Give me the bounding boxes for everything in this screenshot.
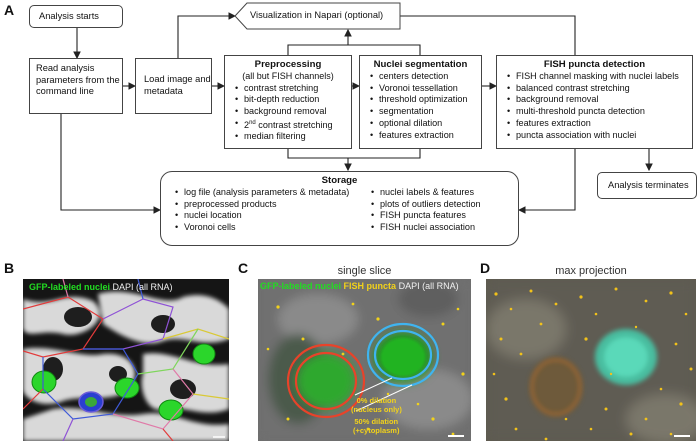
max-projection-image [486, 279, 696, 441]
legend-dapi-label: DAPI (all RNA) [398, 281, 459, 291]
preprocessing-item: background removal [235, 106, 351, 118]
dilation-0-annotation: 0% dilation (nucleus only) [351, 396, 402, 414]
storage-title: Storage [321, 175, 358, 186]
analysis-starts-label: Analysis starts [39, 11, 99, 21]
storage-box: Storage log file (analysis parameters & … [160, 171, 519, 246]
storage-item: FISH nuclei association [371, 222, 481, 234]
panel-d-letter: D [480, 260, 491, 276]
dilation-50-annotation: 50% dilation (+cytoplasm) [353, 417, 399, 435]
nuclei-item: threshold optimization [370, 94, 481, 106]
fish-item: balanced contrast stretching [507, 83, 692, 95]
load-image-box: Load image and metadata [135, 58, 212, 114]
nuclei-segmentation-title: Nuclei segmentation [373, 59, 468, 70]
preprocessing-title: Preprocessing [254, 59, 322, 70]
fish-item: FISH channel masking with nuclei labels [507, 71, 692, 83]
legend-gfp-label: GFP-labeled nuclei [260, 281, 342, 291]
storage-item: nuclei labels & features [371, 187, 481, 199]
storage-item: FISH puncta features [371, 210, 481, 222]
preprocessing-item: contrast stretching [235, 83, 351, 95]
storage-item: plots of outliers detection [371, 199, 481, 211]
preprocessing-item: 2nd contrast stretching [235, 118, 351, 132]
analysis-terminates-label: Analysis terminates [608, 180, 689, 190]
storage-list-left: log file (analysis parameters & metadata… [173, 187, 349, 234]
fish-item: features extraction [507, 118, 692, 130]
read-params-box: Read analysis parameters from the comman… [29, 58, 123, 114]
panel-d-title: max projection [555, 265, 627, 277]
panel-c-legend: GFP-labeled nuclei FISH puncta DAPI (all… [260, 280, 459, 292]
visualization-label: Visualization in Napari (optional) [250, 10, 384, 20]
preprocessing-box: Preprocessing (all but FISH channels) co… [224, 55, 352, 149]
storage-item: preprocessed products [175, 199, 349, 211]
nuclei-item: optional dilation [370, 118, 481, 130]
analysis-terminates-box: Analysis terminates [597, 172, 697, 199]
panel-b-letter: B [4, 260, 15, 276]
load-image-label: Load image and metadata [144, 74, 211, 96]
voronoi-image [23, 279, 229, 441]
nuclei-segmentation-list: centers detection Voronoi tessellation t… [368, 71, 481, 141]
read-params-label: Read analysis parameters from the comman… [36, 63, 120, 97]
fish-puncta-title: FISH puncta detection [543, 59, 646, 70]
nuclei-item: segmentation [370, 106, 481, 118]
dilation-50-label: 50% dilation [354, 417, 399, 426]
fish-puncta-box: FISH puncta detection FISH channel maski… [496, 55, 693, 149]
fish-item: background removal [507, 94, 692, 106]
preprocessing-item: median filtering [235, 131, 351, 143]
flow-connectors [60, 12, 653, 214]
storage-item: nuclei location [175, 210, 349, 222]
panel-c-title: single slice [337, 265, 392, 277]
single-slice-image [258, 279, 471, 441]
legend-fish-label: FISH puncta [343, 281, 397, 291]
nuclei-item: centers detection [370, 71, 481, 83]
panel-d-image [486, 279, 696, 441]
nuclei-segmentation-box: Nuclei segmentation centers detection Vo… [359, 55, 482, 149]
preprocessing-subtitle: (all but FISH channels) [242, 71, 334, 81]
fish-puncta-list: FISH channel masking with nuclei labels … [505, 71, 692, 141]
fish-item: puncta association with nuclei [507, 130, 692, 142]
fish-item: multi-threshold puncta detection [507, 106, 692, 118]
nuclei-item: Voronoi tessellation [370, 83, 481, 95]
panel-c-image: GFP-labeled nuclei FISH puncta DAPI (all… [258, 279, 471, 441]
visualization-shape [234, 2, 401, 30]
storage-item: Voronoi cells [175, 222, 349, 234]
preprocessing-item: bit-depth reduction [235, 94, 351, 106]
preprocessing-list: contrast stretching bit-depth reduction … [233, 83, 351, 144]
panel-c-letter: C [238, 260, 249, 276]
nuclei-item: features extraction [370, 130, 481, 142]
panel-a-letter: A [4, 2, 15, 18]
dilation-0-note: (nucleus only) [351, 405, 402, 414]
dilation-0-label: 0% dilation [356, 396, 397, 405]
dilation-50-note: (+cytoplasm) [353, 426, 400, 435]
storage-list-right: nuclei labels & features plots of outlie… [369, 187, 481, 234]
storage-item: log file (analysis parameters & metadata… [175, 187, 349, 199]
legend-gfp-label: GFP-labeled nuclei [29, 282, 111, 292]
legend-dapi-label: DAPI (all RNA) [112, 282, 173, 292]
panel-b-image: GFP-labeled nuclei DAPI (all RNA) [23, 279, 229, 441]
panel-b-legend: GFP-labeled nuclei DAPI (all RNA) [29, 281, 173, 293]
analysis-starts-box: Analysis starts [29, 5, 123, 28]
